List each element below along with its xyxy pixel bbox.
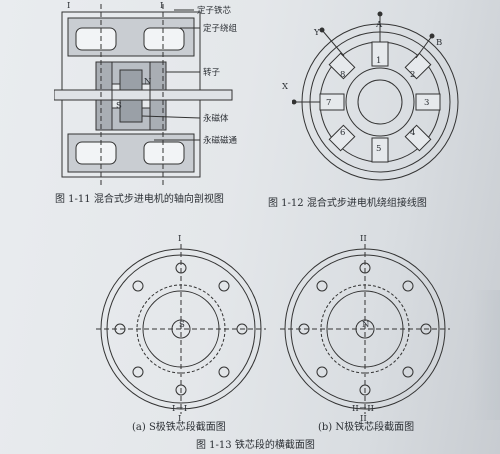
stator-pole-holes — [298, 262, 432, 396]
fig13b-pole: N — [362, 320, 370, 330]
fig13b-top-mark: II — [360, 234, 367, 244]
fig13b-bottom-mark: II — [360, 414, 367, 424]
fig13a-top-mark: I — [178, 234, 182, 244]
slot-number-7: 7 — [326, 98, 332, 108]
fig13b-section: II－II — [352, 404, 374, 414]
fig11-mark-left: I — [67, 1, 71, 11]
phase-label-b: B — [436, 38, 443, 48]
fig13-caption: 图 1-13 铁芯段的横截面图 — [196, 440, 315, 451]
fig13a-s-pole-section — [96, 244, 266, 414]
lead-y — [321, 29, 345, 57]
phase-label-x: X — [282, 82, 289, 92]
fig11-mark-right: I — [160, 1, 164, 11]
fig13a-pole: S — [179, 320, 185, 330]
phase-label-y: Y — [314, 28, 320, 38]
stator-poles — [319, 41, 441, 163]
rotor-bore — [345, 67, 415, 137]
slot-number-8: 8 — [340, 70, 346, 80]
slot-number-4: 4 — [410, 128, 416, 138]
pole-label-n: N — [144, 77, 152, 87]
label-magnet: 永磁体 — [203, 114, 229, 124]
slot-number-3: 3 — [424, 98, 430, 108]
fig13a-bottom-mark: I — [178, 414, 182, 424]
stator-winding-left-top — [75, 27, 117, 51]
shaft — [54, 89, 233, 101]
fig12-caption: 图 1-12 混合式步进电机绕组接线图 — [268, 198, 427, 209]
fig11-axial-section — [54, 4, 233, 186]
stator-winding-right-top — [143, 27, 185, 51]
slot-number-2: 2 — [410, 70, 416, 80]
phase-label-a: A — [376, 20, 383, 30]
fig13a-subcaption: (a) S极铁芯段截面图 — [132, 422, 226, 433]
label-rotor: 转子 — [203, 68, 221, 78]
label-flux: 永磁磁通 — [203, 136, 238, 146]
fig11-caption: 图 1-11 混合式步进电机的轴向剖视图 — [55, 194, 224, 205]
slot-number-5: 5 — [376, 144, 382, 154]
stator-winding-left-bottom — [75, 141, 117, 165]
stator-pole-holes — [114, 262, 248, 396]
fig13b-subcaption: (b) N极铁芯段截面图 — [318, 422, 415, 433]
slot-number-6: 6 — [340, 128, 346, 138]
label-stator-winding: 定子绕组 — [203, 24, 238, 34]
label-stator-core: 定子铁芯 — [197, 6, 232, 16]
stator-winding-right-bottom — [143, 141, 185, 165]
pole-label-s: S — [116, 101, 122, 111]
slot-number-1: 1 — [376, 56, 382, 66]
fig12-winding-diagram — [292, 11, 459, 181]
fig13b-n-pole-section — [280, 244, 450, 414]
rotor-core — [357, 79, 403, 125]
fig13a-section: I－I — [172, 404, 188, 414]
lead-b — [415, 35, 433, 59]
page-shadow — [472, 290, 500, 420]
